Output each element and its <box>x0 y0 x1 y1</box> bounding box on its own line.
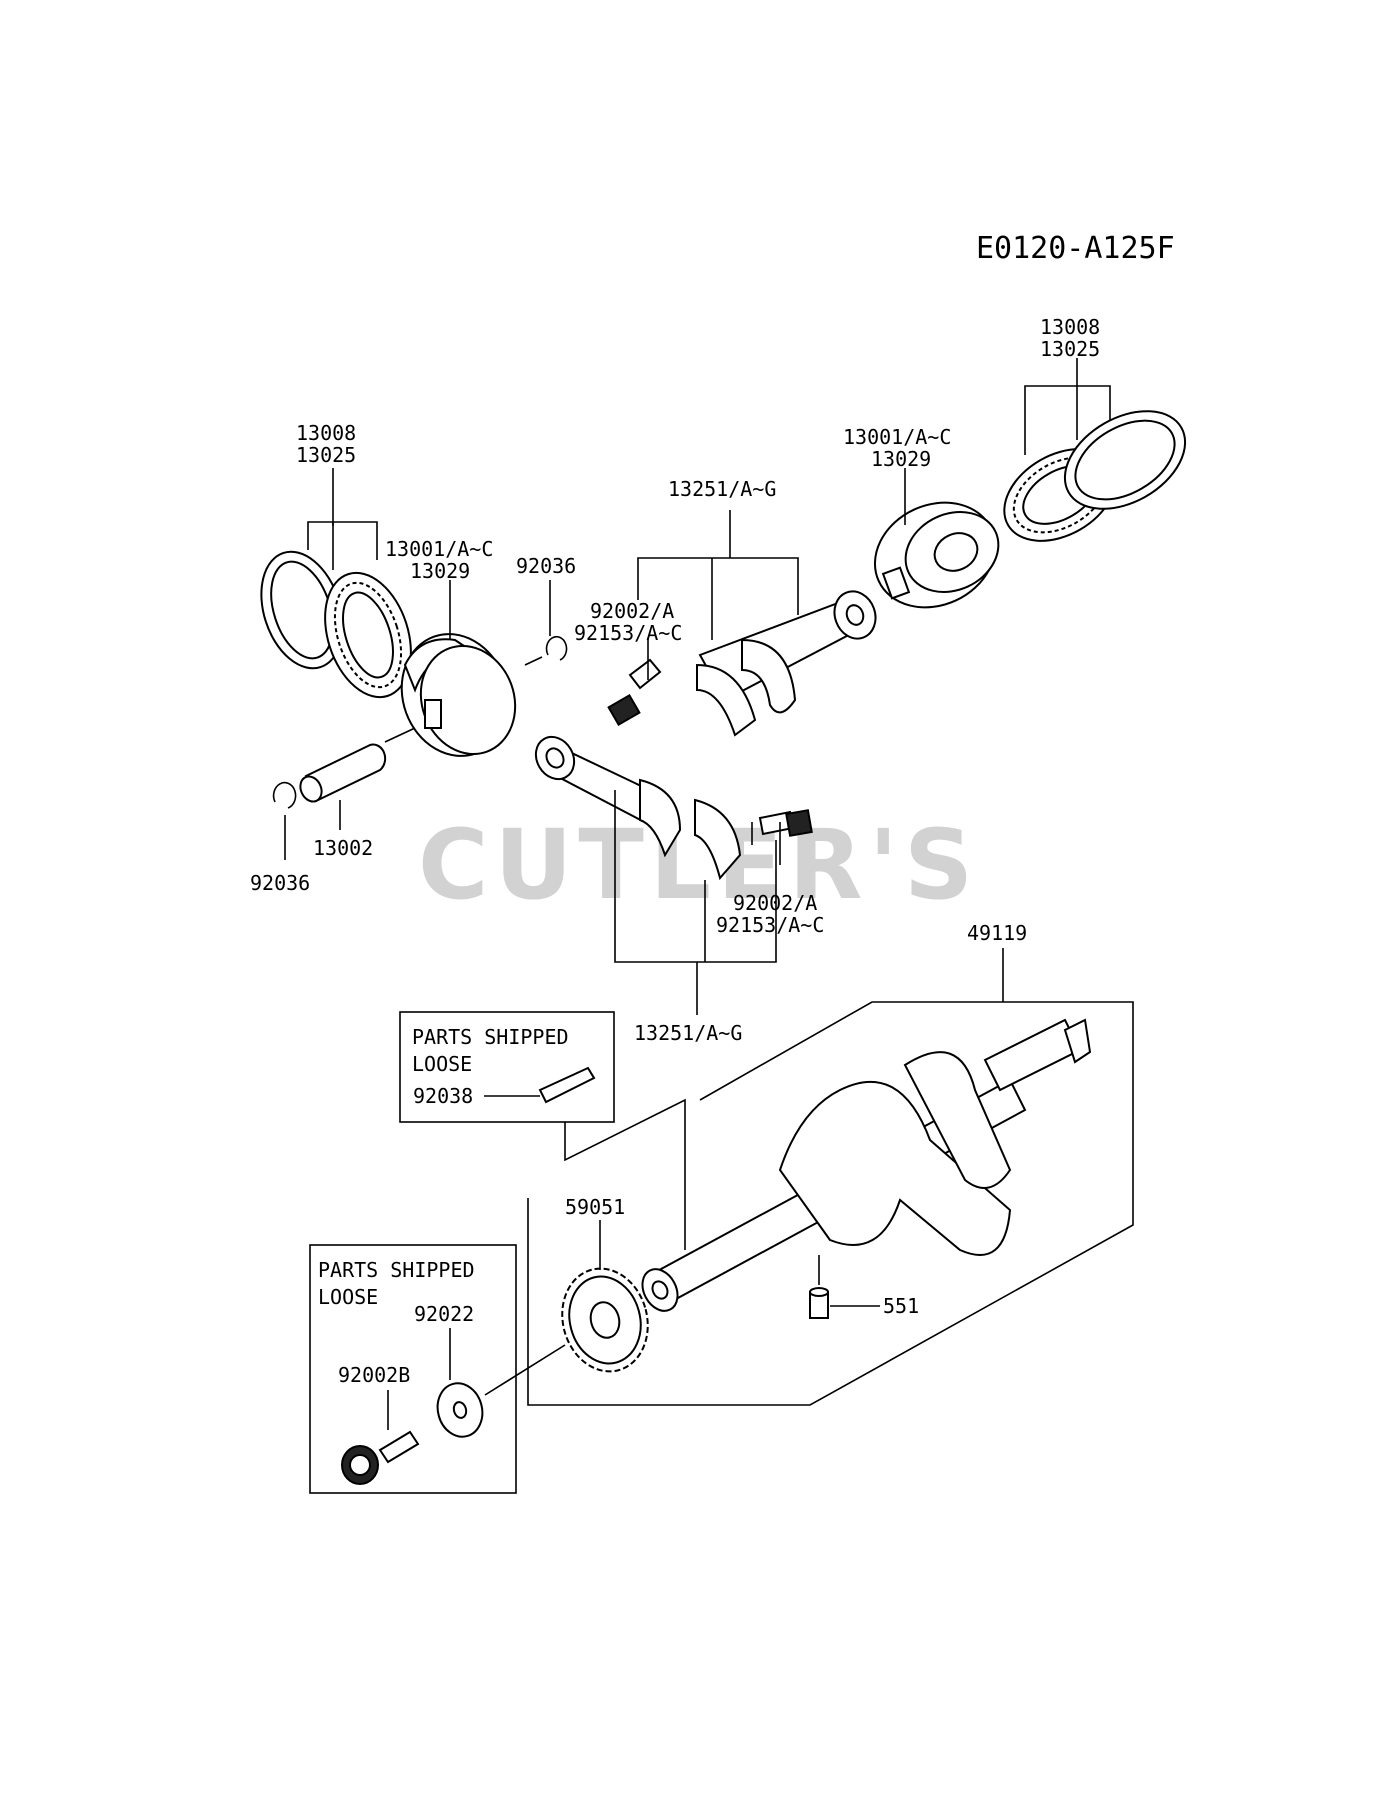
label-bolt-top-2: 92153/A~C <box>574 621 682 645</box>
key-part <box>538 1066 596 1104</box>
label-piston-right-2: 13029 <box>871 447 931 471</box>
piston-rings-right <box>1003 410 1187 542</box>
clip-top <box>545 635 568 661</box>
label-washer: 92022 <box>414 1302 474 1326</box>
label-bolt-bottom-1: 92002/A <box>733 891 817 915</box>
timing-gear <box>561 1267 649 1373</box>
clip-bottom <box>272 781 297 809</box>
label-key: 92038 <box>413 1084 473 1108</box>
loose-box-1: PARTS SHIPPED LOOSE 92038 <box>399 1011 615 1123</box>
bolt-top <box>607 658 662 727</box>
label-dowel: 551 <box>883 1294 919 1318</box>
label-rod-top: 13251/A~G <box>668 477 776 501</box>
label-clip-bottom: 92036 <box>250 871 310 895</box>
piston-right <box>873 501 1000 609</box>
washer-part <box>436 1382 484 1438</box>
diagram-code: E0120-A125F <box>976 231 1175 266</box>
piston-left <box>400 633 517 757</box>
label-crankshaft: 49119 <box>967 921 1027 945</box>
connecting-rod-bottom <box>534 735 742 881</box>
loose-box-2: PARTS SHIPPED LOOSE 92022 92002B <box>309 1244 517 1494</box>
piston-rings-left <box>260 550 412 699</box>
label-piston-left-1: 13001/A~C <box>385 537 493 561</box>
label-clip-top: 92036 <box>516 554 576 578</box>
label-bolt-bottom-2: 92153/A~C <box>716 913 824 937</box>
connecting-rod-top <box>696 590 877 737</box>
crankshaft <box>641 1018 1092 1312</box>
label-gear: 59051 <box>565 1195 625 1219</box>
label-rod-bottom: 13251/A~G <box>634 1021 742 1045</box>
label-piston-left-2: 13029 <box>410 559 470 583</box>
label-rings-right-1: 13008 <box>1040 315 1100 339</box>
loose-box-1-line1: PARTS SHIPPED <box>412 1025 569 1049</box>
loose-box-2-line2: LOOSE <box>318 1285 378 1309</box>
dowel-pin <box>809 1287 829 1319</box>
label-pin: 13002 <box>313 836 373 860</box>
label-rings-right-2: 13025 <box>1040 337 1100 361</box>
label-rings-left-2: 13025 <box>296 443 356 467</box>
loose-box-1-line2: LOOSE <box>412 1052 472 1076</box>
label-bolt-gear: 92002B <box>338 1363 410 1387</box>
piston-pin <box>299 743 387 803</box>
bolt-bottom <box>758 809 813 837</box>
bolt-gear-part <box>341 1430 420 1485</box>
label-piston-right-1: 13001/A~C <box>843 425 951 449</box>
loose-box-2-line1: PARTS SHIPPED <box>318 1258 475 1282</box>
label-rings-left-1: 13008 <box>296 421 356 445</box>
label-bolt-top-1: 92002/A <box>590 599 674 623</box>
